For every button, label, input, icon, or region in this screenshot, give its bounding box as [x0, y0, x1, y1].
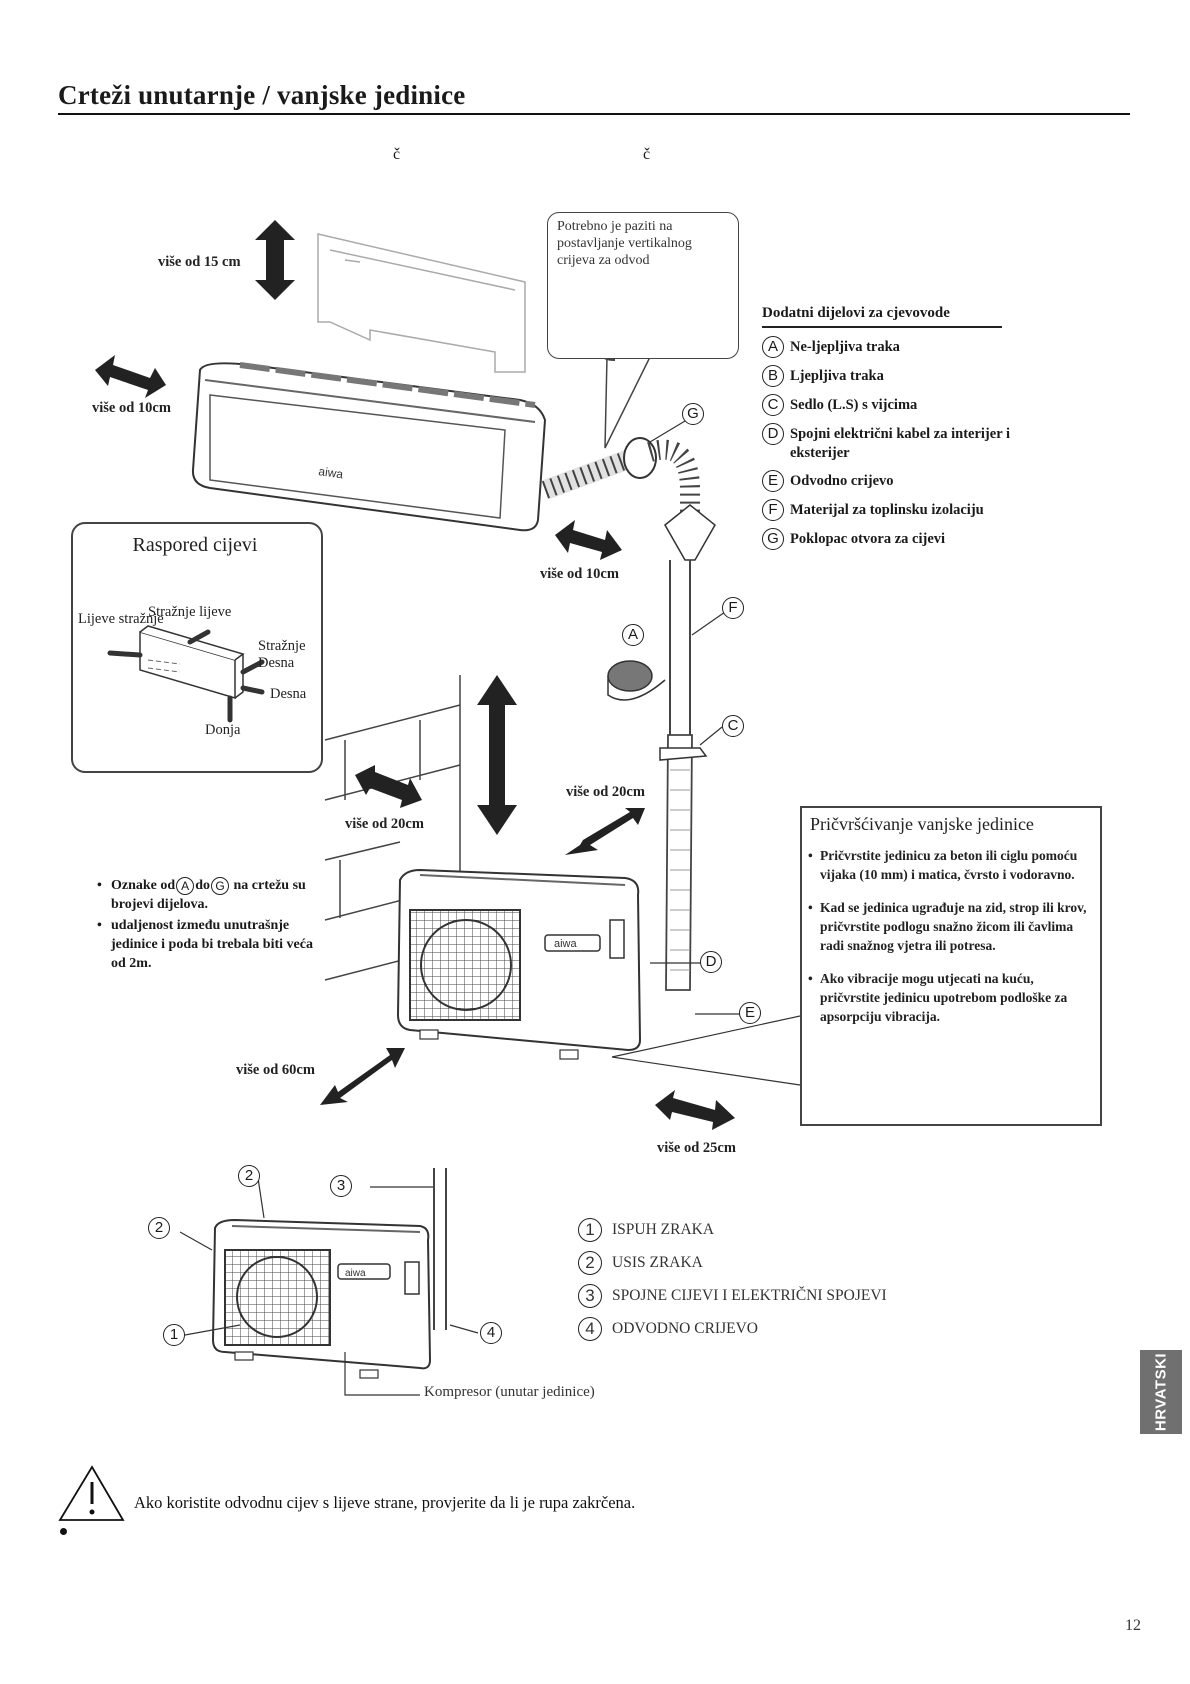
- marker-2-top: 2: [238, 1165, 266, 1187]
- clearance-label-front: više od 60cm: [236, 1062, 315, 1078]
- brand-logo-indoor: aiwa: [318, 464, 345, 481]
- empty-bullet: [60, 1528, 67, 1535]
- fixing-instructions-box: [800, 806, 1102, 1126]
- indoor-unit-drawing: [191, 362, 547, 532]
- stray-char: č: [393, 146, 401, 163]
- outdoor-unit-drawing: [396, 868, 642, 1060]
- clearance-arrow-left: [95, 355, 166, 398]
- marker-e: E: [739, 1002, 767, 1024]
- clearance-arrow-right-indoor: [555, 520, 622, 560]
- marker-d: D: [700, 951, 728, 973]
- clearance-arrow-right-outdoor: [655, 1090, 735, 1130]
- clearance-label-left: više od 10cm: [92, 400, 171, 416]
- fixing-title: Pričvršćivanje vanjske jedinice: [810, 814, 1034, 834]
- pipe-layout-title: Raspored cijevi: [132, 534, 258, 556]
- fixing-item: •Kad se jedinica ugrađuje na zid, strop …: [808, 900, 1087, 953]
- clearance-label-top: više od 15 cm: [158, 254, 241, 270]
- note-item: • udaljenost između unutrašnje jedinice …: [97, 918, 313, 971]
- clearance-arrow-front: [320, 1048, 405, 1105]
- pipe-label-right: Desna: [270, 686, 307, 702]
- drain-hose-callout: [547, 212, 739, 359]
- page-number: 12: [1125, 1617, 1141, 1634]
- pipe-label-rear-left: Stražnje lijeve: [148, 604, 232, 620]
- language-tab: HRVATSKI: [1140, 1350, 1182, 1434]
- marker-g: G: [682, 403, 710, 425]
- clearance-arrow-wall: [355, 765, 422, 808]
- brand-logo-outdoor-2: aiwa: [345, 1268, 366, 1279]
- marker-c: C: [722, 715, 750, 737]
- marker-f: F: [722, 597, 750, 619]
- clearance-label-rear: više od 20cm: [566, 784, 645, 800]
- clearance-label-wall: više od 20cm: [345, 816, 424, 832]
- page-title: Crteži unutarnje / vanjske jedinice: [58, 80, 466, 110]
- marker-a: A: [622, 624, 650, 646]
- marker-4: 4: [480, 1322, 508, 1344]
- mounting-plate-drawing: [317, 233, 526, 373]
- parts-heading: Dodatni dijelovi za cjevovode: [762, 305, 1002, 328]
- fixing-item: •Ako vibracije mogu utjecati na kuću, pr…: [808, 971, 1068, 1024]
- clearance-arrow-top: [255, 220, 295, 300]
- marker-1: 1: [163, 1324, 191, 1346]
- pipe-label-rear-right: Stražnje Desna: [258, 638, 306, 671]
- outdoor-unit-legend-drawing: [211, 1218, 432, 1379]
- pipe-label-left-rear: Lijeve stražnje: [78, 611, 164, 627]
- callout-text: Potrebno je paziti na postavljanje verti…: [557, 219, 692, 268]
- clearance-arrow-vertical: [477, 675, 517, 835]
- title-divider: [58, 113, 1130, 115]
- pipe-label-bottom: Donja: [205, 722, 241, 738]
- warning-text: Ako koristite odvodnu cijev s lijeve str…: [134, 1493, 636, 1512]
- clearance-label-right-outdoor: više od 25cm: [657, 1140, 736, 1156]
- fixing-item: •Pričvrstite jedinicu za beton ili ciglu…: [808, 848, 1078, 882]
- clearance-label-right-indoor: više od 10cm: [540, 566, 619, 582]
- marker-2-side: 2: [148, 1217, 176, 1239]
- fixing-list: •Pričvrstite jedinicu za beton ili ciglu…: [808, 846, 1096, 1040]
- brand-logo-outdoor: aiwa: [554, 938, 578, 950]
- compressor-label: Kompresor (unutar jedinice): [424, 1384, 595, 1400]
- clearance-arrow-rear: [565, 808, 645, 855]
- marker-3: 3: [330, 1175, 358, 1197]
- warning-triangle-icon: [58, 1465, 125, 1521]
- stray-char: č: [643, 146, 651, 163]
